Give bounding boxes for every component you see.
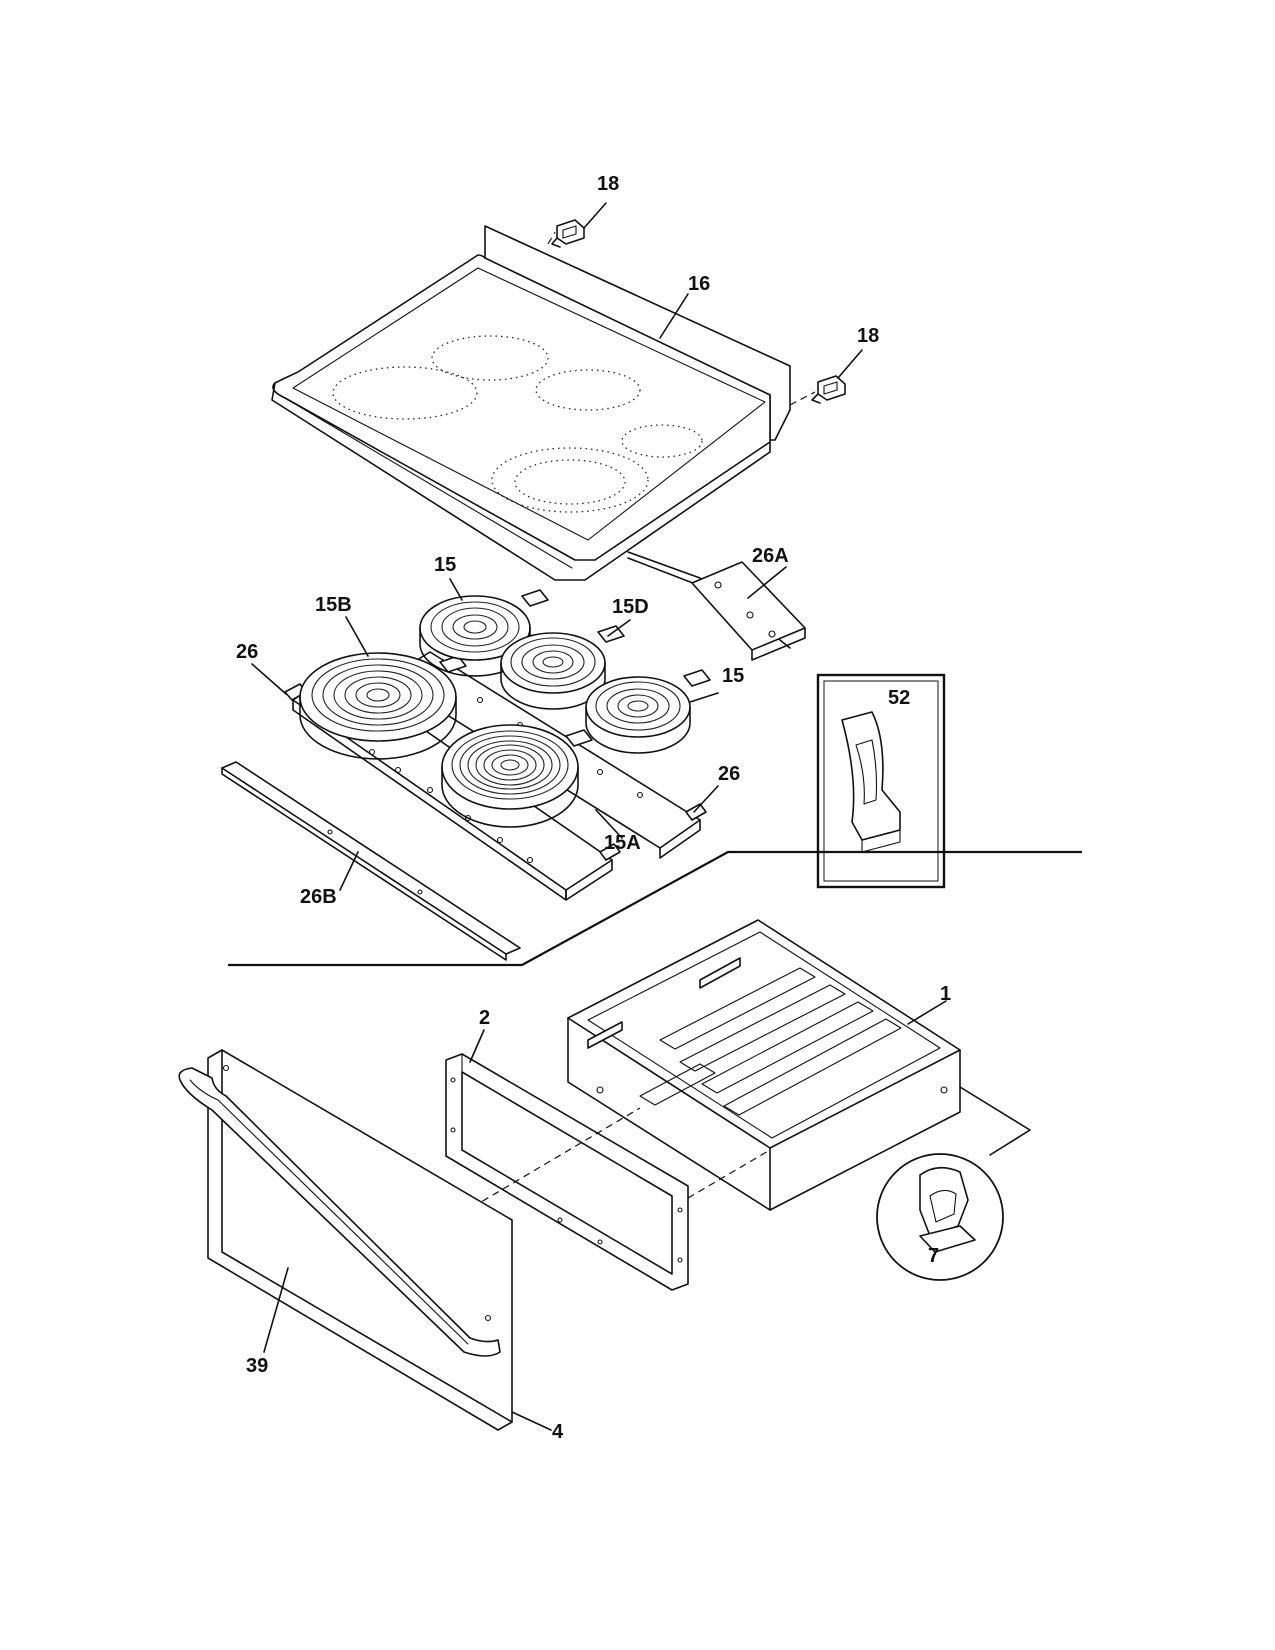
inset-circle-7 bbox=[876, 1153, 1004, 1281]
leader-lines bbox=[251, 202, 947, 1431]
callout-15B: 15B bbox=[315, 594, 352, 616]
section-separator bbox=[228, 850, 1082, 967]
callout-39: 39 bbox=[246, 1355, 268, 1377]
drawer-handle-39 bbox=[178, 1067, 501, 1357]
drawer-frame-2 bbox=[445, 1053, 689, 1291]
front-trim-26B bbox=[221, 761, 521, 961]
callout-26A: 26A bbox=[752, 545, 789, 567]
inset-box-52 bbox=[816, 673, 946, 889]
callout-18-upper: 18 bbox=[597, 173, 619, 195]
callout-15-right: 15 bbox=[722, 665, 744, 687]
bracket-18-lower bbox=[811, 375, 846, 404]
assembly-line-1 bbox=[409, 1107, 641, 1245]
callout-26-right: 26 bbox=[718, 763, 740, 785]
surface-element-15B bbox=[299, 652, 467, 760]
callout-1: 1 bbox=[940, 983, 951, 1005]
callout-4: 4 bbox=[552, 1421, 564, 1443]
callout-15A: 15A bbox=[604, 832, 641, 854]
callout-7: 7 bbox=[928, 1245, 939, 1267]
harness-bracket-26A bbox=[691, 561, 806, 661]
callout-52: 52 bbox=[888, 687, 910, 709]
bracket-18-upper bbox=[551, 219, 585, 248]
leader-7 bbox=[959, 1086, 1031, 1156]
surface-element-15-rear bbox=[419, 589, 549, 677]
drawer-body-1 bbox=[567, 919, 961, 1211]
callout-15D: 15D bbox=[612, 596, 649, 618]
callout-15-rear: 15 bbox=[434, 554, 456, 576]
surface-element-15A bbox=[441, 724, 593, 828]
callout-16: 16 bbox=[688, 273, 710, 295]
callout-2: 2 bbox=[479, 1007, 490, 1029]
surface-element-15-right bbox=[585, 669, 711, 754]
callout-26B: 26B bbox=[300, 886, 337, 908]
callout-18-lower: 18 bbox=[857, 325, 879, 347]
callout-26-left: 26 bbox=[236, 641, 258, 663]
assembly-line-2 bbox=[687, 1149, 771, 1199]
